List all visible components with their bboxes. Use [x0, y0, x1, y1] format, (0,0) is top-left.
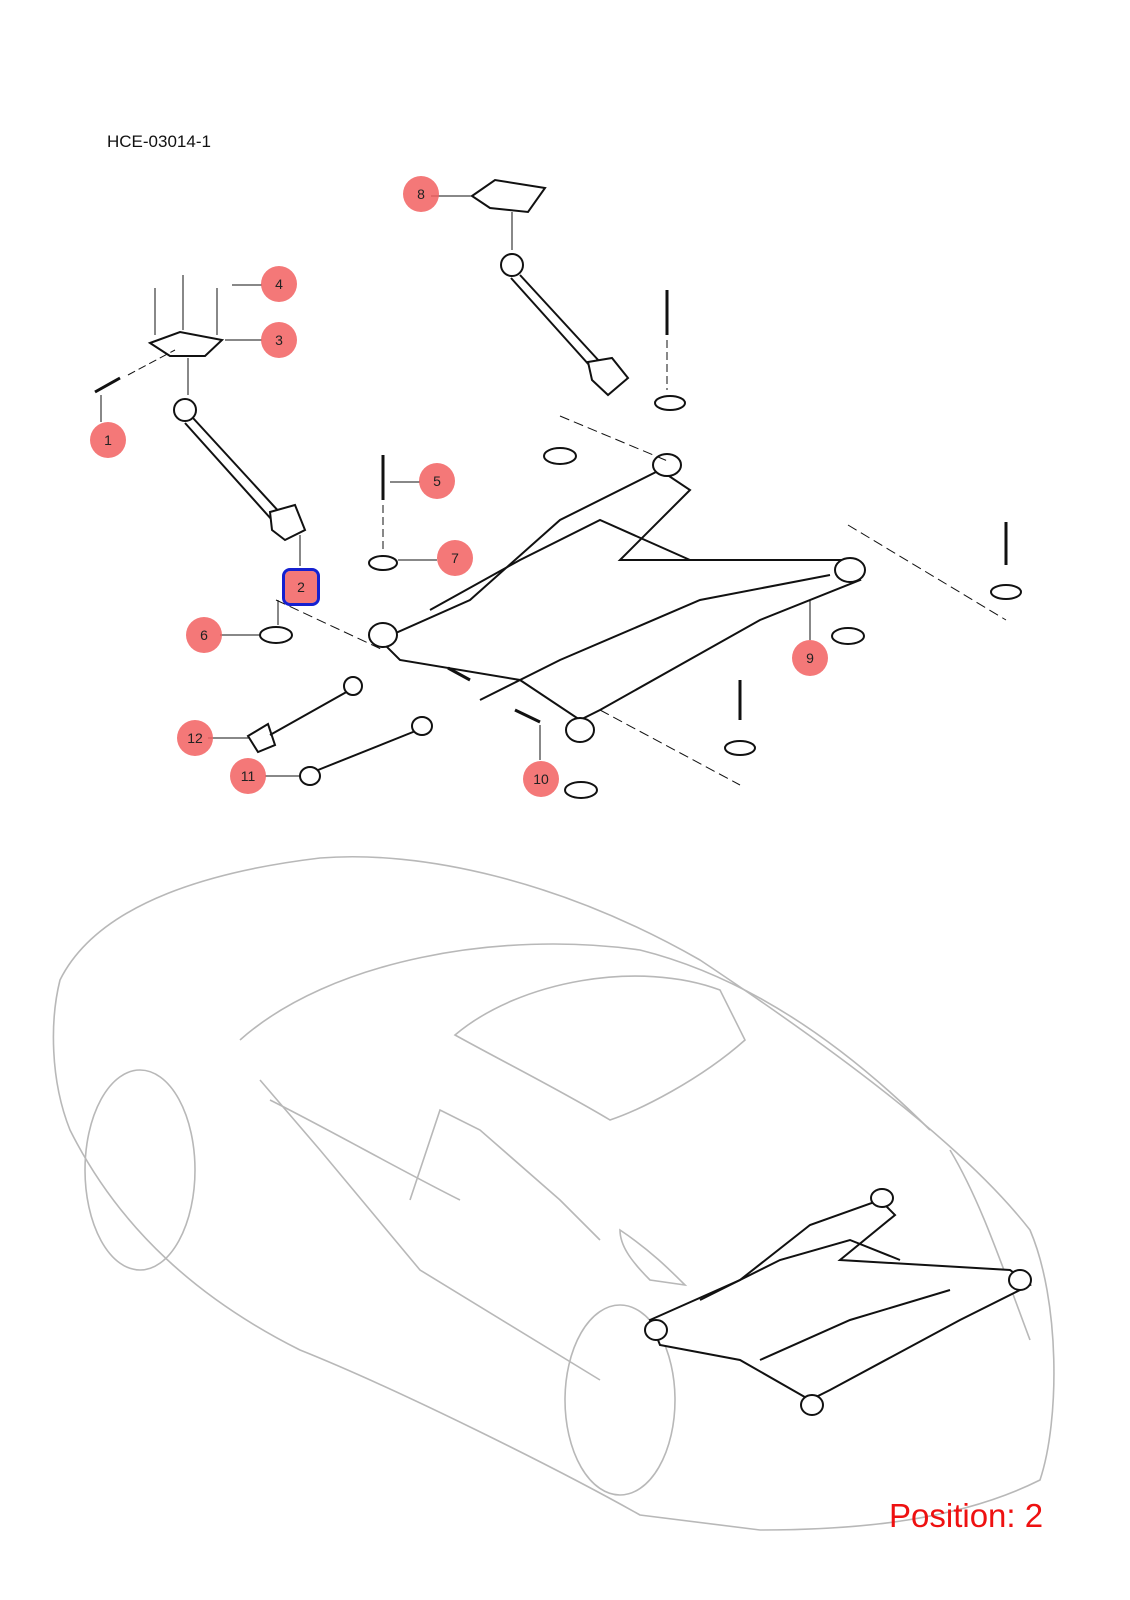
- callout-2[interactable]: 2: [282, 568, 320, 606]
- callout-label: 6: [200, 627, 208, 643]
- callout-label: 10: [533, 771, 549, 787]
- callout-4[interactable]: 4: [261, 266, 297, 302]
- diagram-code: HCE-03014-1: [107, 132, 211, 151]
- callout-10[interactable]: 10: [523, 761, 559, 797]
- position-label: Position: 2: [889, 1497, 1044, 1534]
- callout-label: 7: [451, 550, 459, 566]
- callout-5[interactable]: 5: [419, 463, 455, 499]
- callout-8[interactable]: 8: [403, 176, 439, 212]
- callout-12[interactable]: 12: [177, 720, 213, 756]
- callout-label: 8: [417, 186, 425, 202]
- callout-6[interactable]: 6: [186, 617, 222, 653]
- callout-label: 4: [275, 276, 283, 292]
- callout-label: 9: [806, 650, 814, 666]
- subframe-in-vehicle: [644, 1188, 1032, 1416]
- callout-label: 5: [433, 473, 441, 489]
- callout-1[interactable]: 1: [90, 422, 126, 458]
- callout-label: 3: [275, 332, 283, 348]
- callout-label: 11: [240, 768, 256, 784]
- callout-label: 1: [104, 432, 112, 448]
- callout-9[interactable]: 9: [792, 640, 828, 676]
- callout-label: 2: [297, 579, 305, 595]
- callout-7[interactable]: 7: [437, 540, 473, 576]
- callout-11[interactable]: 11: [230, 758, 266, 794]
- vehicle-outline: [52, 855, 1055, 1531]
- callout-label: 12: [187, 730, 203, 746]
- callout-3[interactable]: 3: [261, 322, 297, 358]
